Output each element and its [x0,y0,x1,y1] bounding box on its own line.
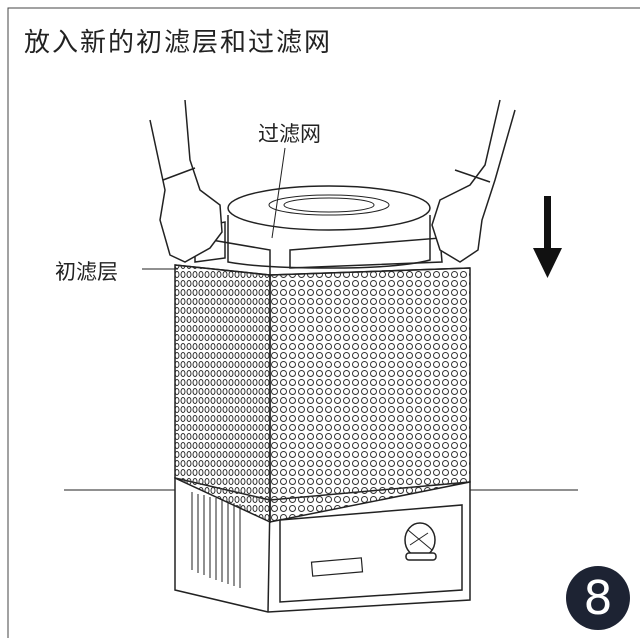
pre-filter-and-filter [194,185,443,278]
step-title: 放入新的初滤层和过滤网 [24,28,333,58]
hands [149,99,516,263]
leader-line [271,147,286,239]
side-vent-grille [191,492,241,588]
down-arrow-icon [533,196,562,278]
perforated-body [174,264,471,524]
control-knob [404,522,437,561]
pre-filter-label: 初滤层 [55,260,118,284]
step-number-badge: 8 [566,566,630,630]
filter-label: 过滤网 [258,122,321,146]
frame-border [7,7,640,638]
brand-label [310,557,364,577]
filter-top [227,185,431,231]
